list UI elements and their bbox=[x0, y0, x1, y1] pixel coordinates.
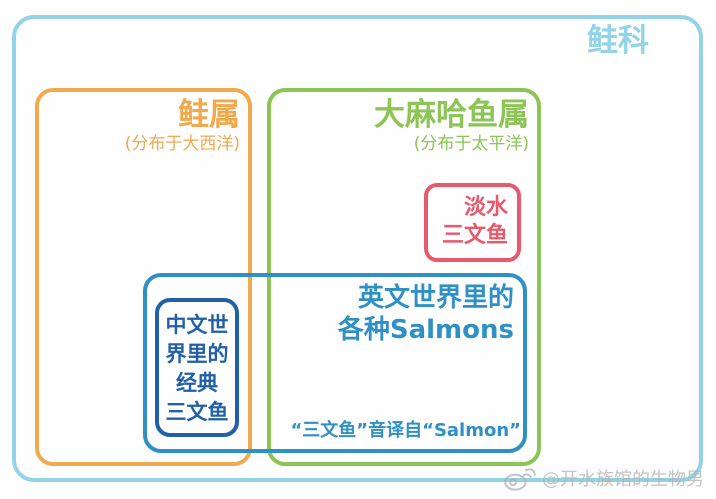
english-salmons-line2: 各种Salmons bbox=[337, 315, 514, 345]
classic-salmon-line4: 三文鱼 bbox=[165, 400, 229, 424]
classic-salmon-line2: 界里的 bbox=[165, 342, 229, 366]
genus-salmo-label: 鲑属 bbox=[178, 97, 240, 133]
genus-salmo-label-group: 鲑属 (分布于大西洋) bbox=[125, 97, 240, 155]
freshwater-salmon-line1: 淡水 bbox=[463, 195, 508, 220]
genus-oncorhynchus-label-group: 大麻哈鱼属 (分布于太平洋) bbox=[374, 97, 529, 155]
english-salmons-line1: 英文世界里的 bbox=[357, 283, 514, 313]
genus-oncorhynchus-box: 大麻哈鱼属 (分布于太平洋) bbox=[267, 88, 541, 466]
genus-oncorhynchus-note: (分布于太平洋) bbox=[413, 134, 529, 154]
freshwater-salmon-box: 淡水 三文鱼 bbox=[424, 183, 521, 262]
salmon-transliteration-note: “三文鱼”音译自“Salmon” bbox=[290, 420, 521, 441]
classic-salmon-line1: 中文世 bbox=[165, 313, 229, 337]
genus-oncorhynchus-label: 大麻哈鱼属 bbox=[374, 97, 529, 133]
classic-salmon-line3: 经典 bbox=[176, 371, 218, 395]
genus-salmo-box: 鲑属 (分布于大西洋) bbox=[35, 88, 252, 466]
family-salmonidae-box: 鲑科 bbox=[12, 15, 703, 482]
freshwater-salmon-line2: 三文鱼 bbox=[441, 223, 508, 248]
classic-salmon-box: 中文世 界里的 经典 三文鱼 bbox=[155, 298, 239, 437]
watermark: @开水族馆的生物男 bbox=[503, 465, 704, 495]
english-salmons-box: 英文世界里的 各种Salmons “三文鱼”音译自“Salmon” bbox=[143, 273, 527, 453]
watermark-handle: @开水族馆的生物男 bbox=[542, 469, 704, 490]
family-salmonidae-label: 鲑科 bbox=[587, 23, 649, 59]
genus-salmo-note: (分布于大西洋) bbox=[124, 134, 240, 154]
english-salmons-heading: 英文世界里的 各种Salmons bbox=[338, 282, 514, 346]
weibo-icon bbox=[503, 465, 537, 495]
